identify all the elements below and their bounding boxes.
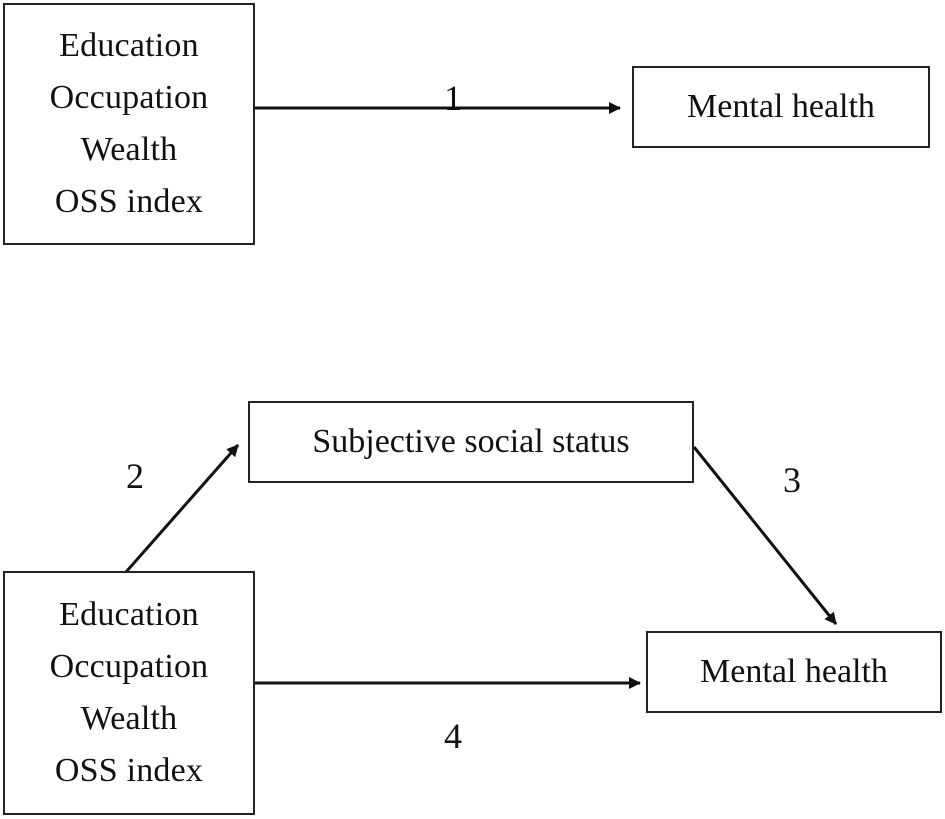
path-label-1: 1 bbox=[444, 78, 462, 118]
outcome-box-model-2: Mental health bbox=[646, 631, 942, 713]
predictor-oss-index: OSS index bbox=[54, 752, 204, 789]
predictor-education: Education bbox=[59, 27, 199, 64]
outcome-mental-health: Mental health bbox=[700, 653, 888, 690]
path-label-3: 3 bbox=[783, 460, 801, 500]
predictor-education: Education bbox=[59, 596, 199, 633]
arrow-path-3 bbox=[692, 446, 838, 625]
predictors-box-model-1: Education Occupation Wealth OSS index bbox=[3, 3, 255, 245]
outcome-box-model-1: Mental health bbox=[632, 66, 930, 148]
path-label-2: 2 bbox=[126, 456, 144, 496]
predictor-wealth: Wealth bbox=[80, 131, 178, 168]
predictor-wealth: Wealth bbox=[80, 700, 178, 737]
predictor-occupation: Occupation bbox=[49, 648, 209, 685]
predictor-occupation: Occupation bbox=[49, 79, 209, 116]
path-label-4: 4 bbox=[444, 716, 462, 756]
mediator-subjective-social-status: Subjective social status bbox=[312, 423, 630, 460]
predictors-box-model-2: Education Occupation Wealth OSS index bbox=[3, 571, 255, 815]
mediator-box: Subjective social status bbox=[248, 401, 694, 483]
predictor-oss-index: OSS index bbox=[54, 183, 204, 220]
outcome-mental-health: Mental health bbox=[687, 88, 875, 125]
arrow-path-2 bbox=[124, 444, 240, 573]
